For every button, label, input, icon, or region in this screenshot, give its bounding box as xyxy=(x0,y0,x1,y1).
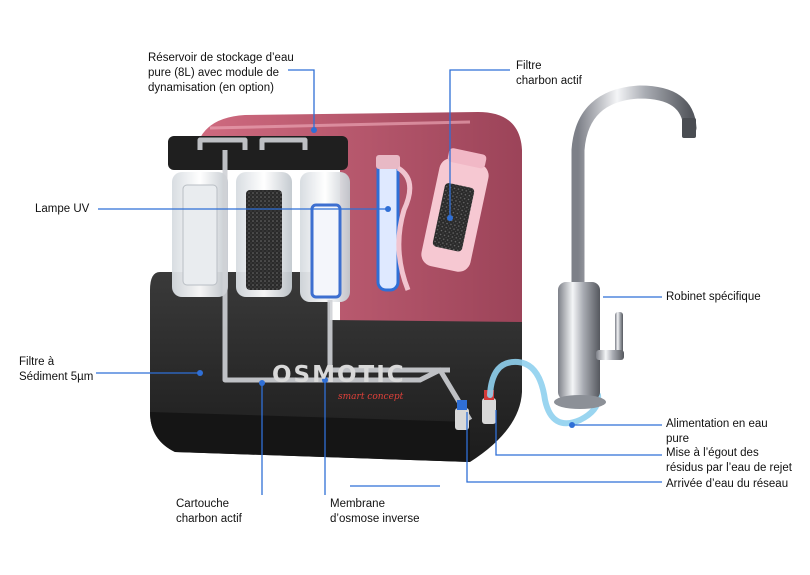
label-pure-water-supply: Alimentation en eau pure xyxy=(666,417,768,447)
filter-head-bar xyxy=(168,136,348,170)
faucet-tip xyxy=(682,118,696,138)
label-network-inlet: Arrivée d’eau du réseau xyxy=(666,477,788,492)
post-carbon-filter xyxy=(421,148,489,272)
label-cartridge-line-1: Cartouche xyxy=(176,498,230,510)
faucet-spout xyxy=(571,85,697,307)
label-membrane-line-2: d’osmose inverse xyxy=(330,513,420,525)
label-sediment-filter: Filtre à Sédiment 5µm xyxy=(19,355,93,385)
osmotic-logo: OSMOTIC xyxy=(272,362,406,388)
label-reservoir: Réservoir de stockage d’eau pure (8L) av… xyxy=(148,51,294,96)
sediment-core xyxy=(182,184,218,286)
label-carbon-filter-line-2: charbon actif xyxy=(516,75,582,87)
pure-water-tube xyxy=(487,358,602,427)
faucet-lever-arm xyxy=(596,350,624,360)
leader-inlet xyxy=(466,412,662,483)
label-drain: Mise à l’égout des résidus par l’eau de … xyxy=(666,446,792,476)
label-pure-supply-line-1: Alimentation en eau xyxy=(666,418,768,430)
carbon-core xyxy=(246,190,282,290)
label-reservoir-line-1: Réservoir de stockage d’eau xyxy=(148,52,294,64)
label-sediment-line-2: Sédiment 5µm xyxy=(19,371,94,383)
label-carbon-filter-line-1: Filtre xyxy=(516,60,542,72)
label-drain-line-1: Mise à l’égout des xyxy=(666,447,759,459)
label-inlet-line-1: Arrivée d’eau du réseau xyxy=(666,478,789,490)
label-cartridge-line-2: charbon actif xyxy=(176,513,242,525)
label-sediment-line-1: Filtre à xyxy=(19,356,55,368)
reservoir-highlight xyxy=(209,120,471,130)
faucet-body xyxy=(558,282,600,400)
faucet-lever xyxy=(615,312,623,356)
membrane-core xyxy=(310,203,342,299)
faucet-base xyxy=(554,395,606,409)
drain-fitting xyxy=(455,408,469,430)
label-pure-supply-line-2: pure xyxy=(666,433,690,445)
unit-base xyxy=(150,272,522,462)
leader-carbon-filter xyxy=(449,69,510,218)
label-faucet-line-1: Robinet spécifique xyxy=(666,291,761,303)
label-reservoir-line-2: pure (8L) avec module de xyxy=(148,67,280,79)
internal-tubing xyxy=(197,137,473,422)
label-carbon-cartridge: Cartouche charbon actif xyxy=(176,497,242,527)
label-membrane-line-1: Membrane xyxy=(330,498,385,510)
label-carbon-filter: Filtre charbon actif xyxy=(516,59,582,89)
label-drain-line-2: résidus par l’eau de rejet xyxy=(666,462,792,474)
label-ro-membrane: Membrane d’osmose inverse xyxy=(330,497,419,527)
uv-lamp-wire xyxy=(396,165,413,291)
leader-drain xyxy=(495,410,662,456)
uv-lamp-cap xyxy=(376,155,400,169)
label-uv-lamp: Lampe UV xyxy=(35,202,89,217)
drain-valve xyxy=(457,400,467,410)
uv-lamp xyxy=(376,158,400,292)
label-reservoir-line-3: dynamisation (en option) xyxy=(148,82,274,94)
smart-concept-tagline: smart concept xyxy=(338,392,404,402)
inlet-fitting xyxy=(482,398,496,424)
leader-reservoir xyxy=(288,69,315,130)
unit-base-foot xyxy=(150,412,470,462)
leader-lines xyxy=(96,69,662,495)
storage-reservoir xyxy=(195,112,522,325)
label-uv-lamp-line-1: Lampe UV xyxy=(35,203,90,215)
leader-dots xyxy=(197,127,575,428)
label-faucet: Robinet spécifique xyxy=(666,290,761,305)
